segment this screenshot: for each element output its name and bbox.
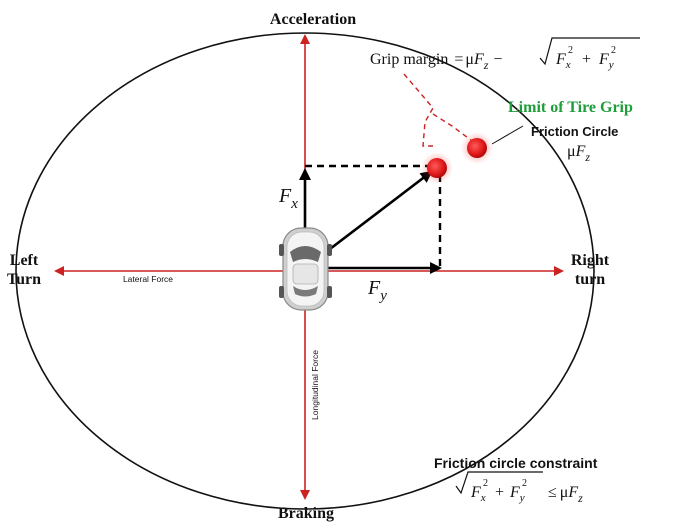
svg-text:≤μFz: ≤μFz: [548, 484, 583, 505]
friction-circle-label: Friction Circle: [531, 124, 618, 139]
svg-text:Fy: Fy: [509, 484, 525, 504]
right-turn-label-line1: Right: [571, 252, 610, 269]
svg-text:+: +: [582, 51, 591, 68]
fy-label: Fy: [367, 277, 387, 304]
friction-circle: [15, 32, 595, 510]
force-point: [427, 158, 447, 178]
svg-text:Fx: Fx: [470, 484, 486, 504]
braking-label: Braking: [278, 505, 334, 522]
car-top-view-icon: [279, 227, 332, 311]
svg-text:2: 2: [522, 478, 527, 489]
left-turn-label-line1: Left: [10, 252, 39, 269]
longitudinal-force-label: Longitudinal Force: [310, 350, 320, 420]
svg-text:2: 2: [611, 45, 616, 56]
limit-of-tire-grip-label: Limit of Tire Grip: [508, 99, 633, 116]
friction-circle-leader: [491, 125, 524, 145]
grip-margin-leader: [403, 73, 434, 147]
right-turn-label-line2: turn: [575, 271, 605, 288]
friction-circle-mufz: μFz: [567, 143, 590, 164]
fx-label: Fx: [278, 185, 298, 212]
grip-margin-formula: Grip margin=μFz− Fx 2 + Fy 2: [370, 37, 640, 72]
grip-limit-point: [467, 138, 487, 158]
svg-text:2: 2: [483, 478, 488, 489]
svg-text:Fx: Fx: [555, 51, 571, 71]
constraint-title: Friction circle constraint: [434, 455, 598, 471]
constraint-formula: Fx 2 + Fy 2 ≤μFz: [455, 471, 583, 505]
svg-text:Fy: Fy: [598, 51, 614, 71]
svg-text:Grip margin=μFz−: Grip margin=μFz−: [370, 51, 502, 72]
svg-text:+: +: [495, 484, 504, 501]
acceleration-label: Acceleration: [270, 11, 356, 28]
left-turn-label-line2: Turn: [7, 271, 41, 288]
lateral-force-label: Lateral Force: [123, 274, 173, 284]
svg-text:2: 2: [568, 45, 573, 56]
